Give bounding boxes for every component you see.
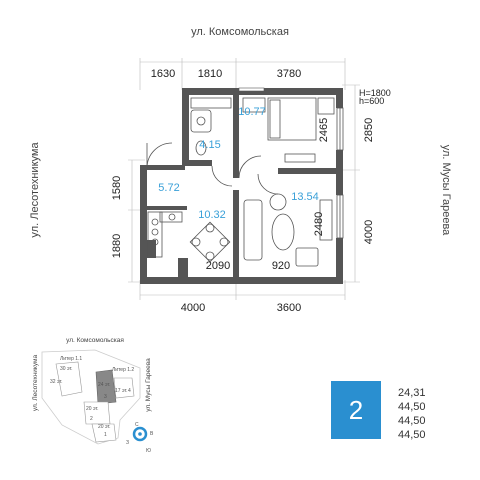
- site-label-30: 30 эт.: [60, 366, 73, 372]
- site-label-17: 17 эт.: [115, 388, 128, 394]
- walls: [140, 88, 343, 284]
- doors: [146, 142, 279, 195]
- room-area-kitchen: 10.32: [198, 209, 226, 221]
- compass-s: Ю: [146, 448, 151, 454]
- street-right-label: ул. Мусы Гареева: [440, 145, 452, 236]
- site-label-block-3: 3: [104, 394, 107, 400]
- living-furniture: [243, 193, 333, 267]
- room-area-living: 13.54: [291, 191, 319, 203]
- dim-bedroom-depth: 2465: [318, 118, 330, 142]
- site-label-liter-1-1: Литер 1.1: [60, 356, 82, 362]
- compass-e: В: [150, 431, 154, 437]
- site-label-32: 32 эт.: [50, 379, 63, 385]
- site-street-right: ул. Мусы Гареева: [145, 358, 152, 412]
- site-street-top: ул. Комсомольская: [66, 337, 124, 344]
- room-area-hall: 5.72: [158, 182, 179, 194]
- dim-right-1: 2850: [363, 118, 375, 142]
- site-street-left: ул. Лесотехникума: [32, 355, 39, 412]
- compass-icon: С В З Ю: [126, 422, 154, 454]
- site-label-24: 24 эт.: [98, 382, 111, 388]
- compass-n: С: [135, 422, 139, 428]
- area-summary: 24,31 44,50 44,50 44,50: [398, 386, 468, 442]
- dim-left-2: 1880: [111, 234, 123, 258]
- window-sill-label: h=600: [359, 96, 384, 106]
- room-area-bath: 4.15: [199, 139, 220, 151]
- dimension-right: 2850 4000: [342, 84, 375, 283]
- area-value-4: 44,50: [398, 429, 426, 441]
- compass-w: З: [126, 440, 129, 446]
- site-label-block-4: 4: [128, 388, 131, 394]
- dim-right-2: 4000: [363, 220, 375, 244]
- site-label-20b: 20 эт.: [98, 424, 111, 430]
- dim-top-2: 1810: [198, 68, 222, 80]
- dim-bottom-1: 4000: [181, 302, 205, 314]
- site-label-block-1: 1: [104, 432, 107, 438]
- dim-bottom-2: 3600: [277, 302, 301, 314]
- area-value-1: 24,31: [398, 387, 426, 399]
- room-count: 2: [348, 395, 364, 425]
- site-label-liter-1-2: Литер 1.2: [112, 367, 134, 373]
- room-count-badge: 2: [331, 381, 381, 439]
- dim-kitchen-width: 2090: [206, 260, 230, 272]
- area-value-3: 44,50: [398, 415, 426, 427]
- window-height-label: H=1800: [359, 88, 391, 98]
- dimension-left: 1580 1880: [111, 159, 145, 283]
- bathroom-fixtures: [190, 97, 232, 156]
- site-label-20a: 20 эт.: [86, 406, 99, 412]
- dimension-bottom: 4000 3600: [139, 280, 346, 314]
- site-map: ул. Комсомольская ул. Лесотехникума ул. …: [32, 337, 154, 454]
- bedroom-furniture: [242, 97, 335, 163]
- street-top-label: ул. Комсомольская: [191, 26, 289, 38]
- dim-top-1: 1630: [151, 68, 175, 80]
- dim-living-width: 920: [272, 260, 290, 272]
- street-left-label: ул. Лесотехникума: [29, 142, 41, 238]
- dim-top-3: 3780: [277, 68, 301, 80]
- dimension-top: 1630 1810 3780: [139, 58, 346, 90]
- site-label-block-2: 2: [90, 416, 93, 422]
- area-value-2: 44,50: [398, 401, 426, 413]
- dim-living-depth: 2480: [313, 212, 325, 236]
- room-area-bedroom: 10.77: [238, 106, 266, 118]
- kitchen-furniture: [147, 211, 231, 263]
- windows: [238, 87, 344, 239]
- dim-left-1: 1580: [111, 176, 123, 200]
